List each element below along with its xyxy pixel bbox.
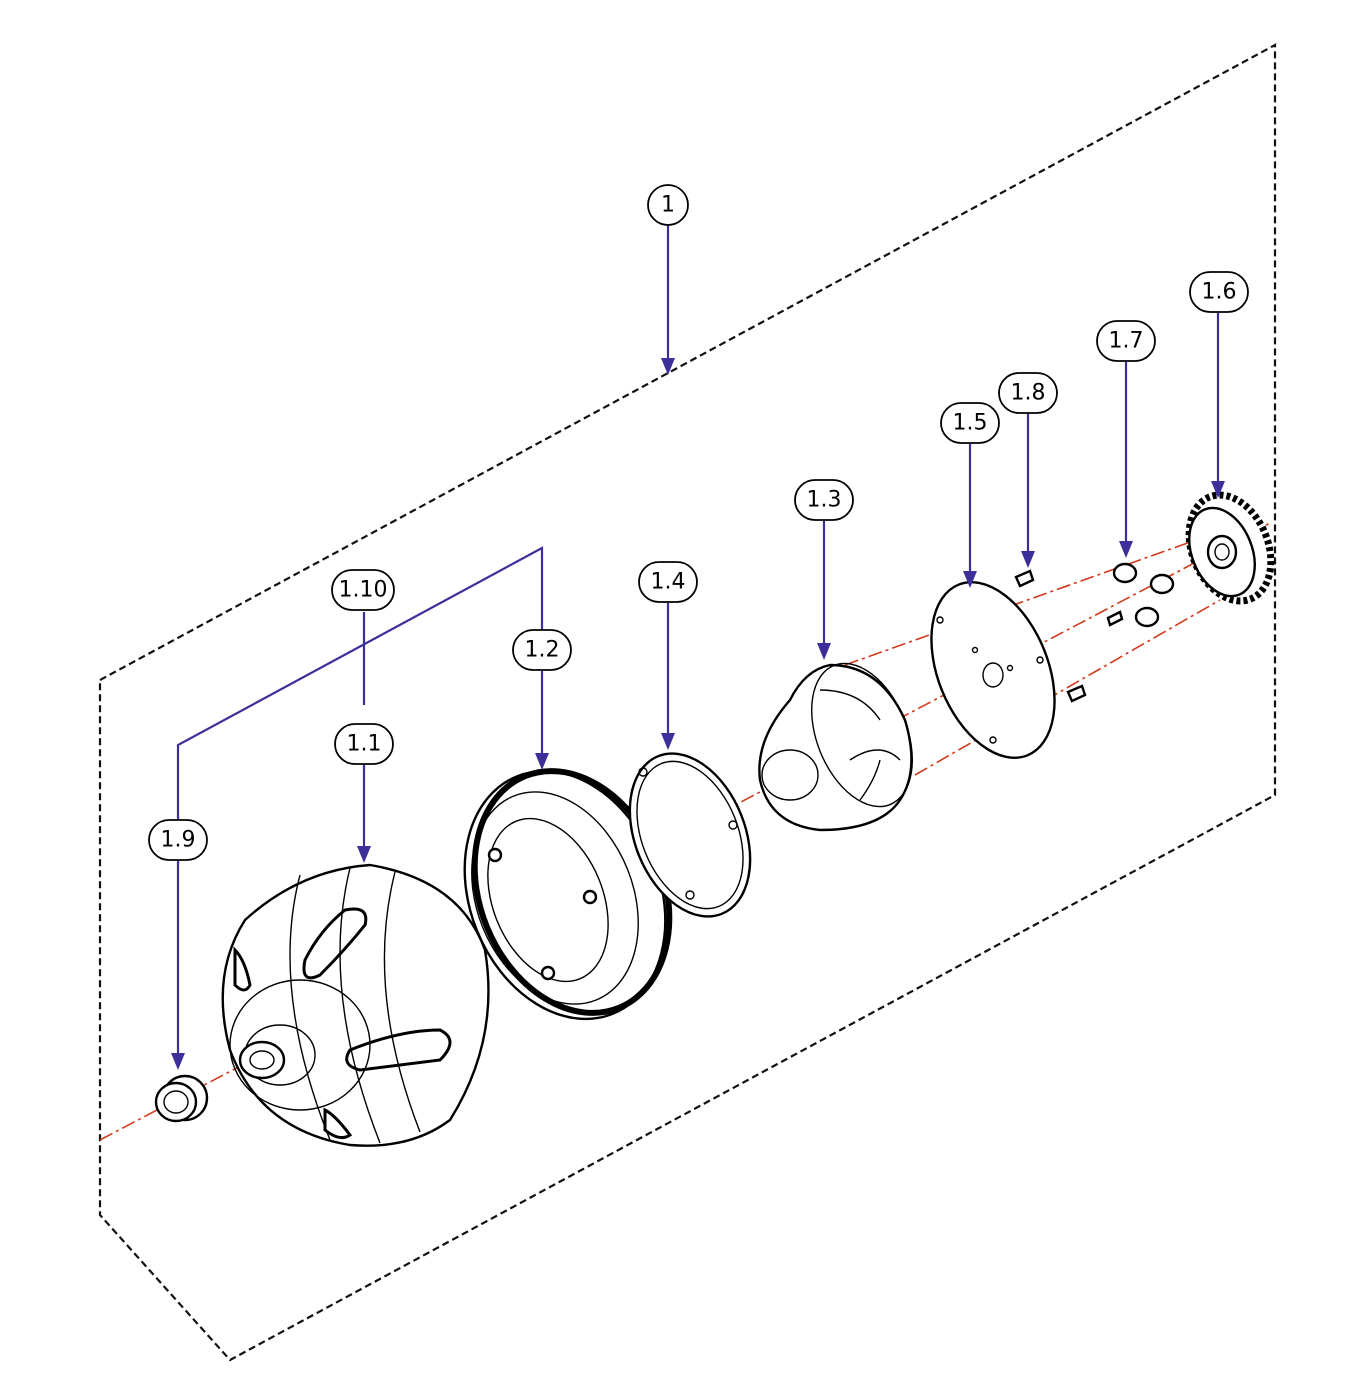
callout-1-8: 1.8 (998, 372, 1058, 414)
callout-1-7-label: 1.7 (1109, 329, 1144, 354)
callout-1-7: 1.7 (1096, 320, 1156, 362)
callout-1-1-label: 1.1 (347, 732, 382, 757)
housing-part (221, 863, 490, 1147)
screw-part (1014, 569, 1124, 703)
ring-gear-part (463, 768, 673, 1021)
callout-1-10: 1.10 (331, 569, 395, 611)
nut-part (1112, 562, 1175, 628)
callout-1-3-label: 1.3 (807, 488, 842, 513)
callout-1-label: 1 (661, 193, 675, 218)
callout-1-4-label: 1.4 (651, 570, 686, 595)
callout-1-6-label: 1.6 (1202, 280, 1237, 305)
gear-part (1185, 491, 1275, 605)
leader-lines (171, 225, 1225, 1070)
callout-1-9: 1.9 (148, 819, 208, 861)
callout-1: 1 (647, 184, 689, 226)
bushing-part (154, 1074, 209, 1123)
assembly-boundary-frame (98, 43, 1277, 1362)
lower-bolt-axis-line (914, 599, 1221, 776)
callout-1-10-label: 1.10 (339, 578, 388, 603)
callout-1-5: 1.5 (940, 402, 1000, 444)
callout-1-6: 1.6 (1189, 271, 1249, 313)
callout-1-9-label: 1.9 (161, 828, 196, 853)
cup-part (758, 662, 914, 832)
callout-1-8-label: 1.8 (1011, 381, 1046, 406)
gasket-part (628, 752, 752, 918)
callout-1-2: 1.2 (512, 629, 572, 671)
upper-bolt-axis-line (844, 534, 1211, 666)
callout-1-3: 1.3 (794, 479, 854, 521)
callout-1-5-label: 1.5 (953, 411, 988, 436)
callout-1-1: 1.1 (334, 723, 394, 765)
callout-1-4: 1.4 (638, 561, 698, 603)
cover-plate-part (930, 581, 1056, 759)
callout-1-2-label: 1.2 (525, 638, 560, 663)
